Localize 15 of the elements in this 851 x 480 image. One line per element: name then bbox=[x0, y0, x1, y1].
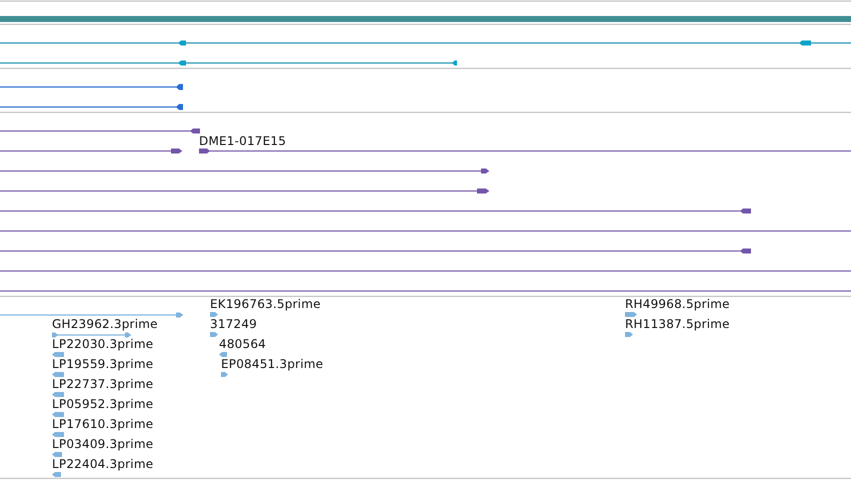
feature-label: EP08451.3prime bbox=[221, 357, 324, 371]
feature-label: DME1-017E15 bbox=[199, 134, 286, 148]
feature-label: LP22030.3prime bbox=[52, 337, 154, 351]
feature-label: LP19559.3prime bbox=[52, 357, 154, 371]
feature-label: 480564 bbox=[219, 337, 266, 351]
feature-label: RH11387.5prime bbox=[625, 317, 730, 331]
feature-label: LP22737.3prime bbox=[52, 377, 154, 391]
feature-label: LP17610.3prime bbox=[52, 417, 154, 431]
feature-label: GH23962.3prime bbox=[52, 317, 158, 331]
feature-label: EK196763.5prime bbox=[210, 297, 321, 311]
feature-label: LP22404.3prime bbox=[52, 457, 154, 471]
feature-label: LP05952.3prime bbox=[52, 397, 154, 411]
feature-label: LP03409.3prime bbox=[52, 437, 154, 451]
feature-label: 317249 bbox=[210, 317, 258, 331]
feature-label: RH49968.5prime bbox=[625, 297, 730, 311]
